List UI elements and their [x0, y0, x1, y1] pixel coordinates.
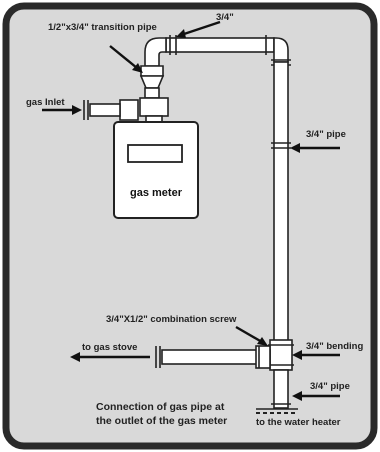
stove-branch-pipe: [155, 345, 271, 369]
label-water-heater: to the water heater: [256, 417, 341, 428]
vertical-riser-pipe: [271, 61, 291, 349]
caption-line-1: Connection of gas pipe at: [96, 401, 225, 413]
arrow-top-pipe: [176, 20, 221, 38]
arrow-lower-pipe: [292, 391, 340, 401]
water-heater-connection: [256, 408, 298, 414]
label-bending: 3/4" bending: [306, 341, 363, 352]
gas-meter: gas meter: [113, 121, 199, 219]
label-gas-stove: to gas stove: [82, 342, 137, 353]
transition-pipe: [139, 65, 165, 99]
caption-line-2: the outlet of the gas meter: [96, 415, 227, 427]
meter-inlet-fitting: [83, 99, 139, 121]
arrow-gas-stove: [70, 352, 150, 362]
arrow-bending: [292, 350, 340, 360]
arrow-combination-screw: [235, 325, 268, 346]
label-transition-pipe: 1/2"x3/4" transition pipe: [48, 22, 157, 33]
label-vertical-pipe: 3/4" pipe: [306, 129, 346, 140]
label-lower-pipe: 3/4" pipe: [310, 381, 350, 392]
lower-pipe: [271, 369, 291, 409]
arrow-vertical-pipe: [290, 143, 340, 153]
label-top-pipe-size: 3/4": [216, 12, 234, 23]
arrow-gas-inlet: [42, 105, 82, 115]
label-combination-screw: 3/4"X1/2" combination screw: [106, 314, 237, 325]
label-gas-inlet: gas Inlet: [26, 97, 65, 108]
meter-label: gas meter: [130, 187, 183, 199]
meter-display: [127, 144, 183, 163]
arrow-transition-pipe: [109, 45, 143, 73]
tee-fitting: [268, 339, 294, 371]
